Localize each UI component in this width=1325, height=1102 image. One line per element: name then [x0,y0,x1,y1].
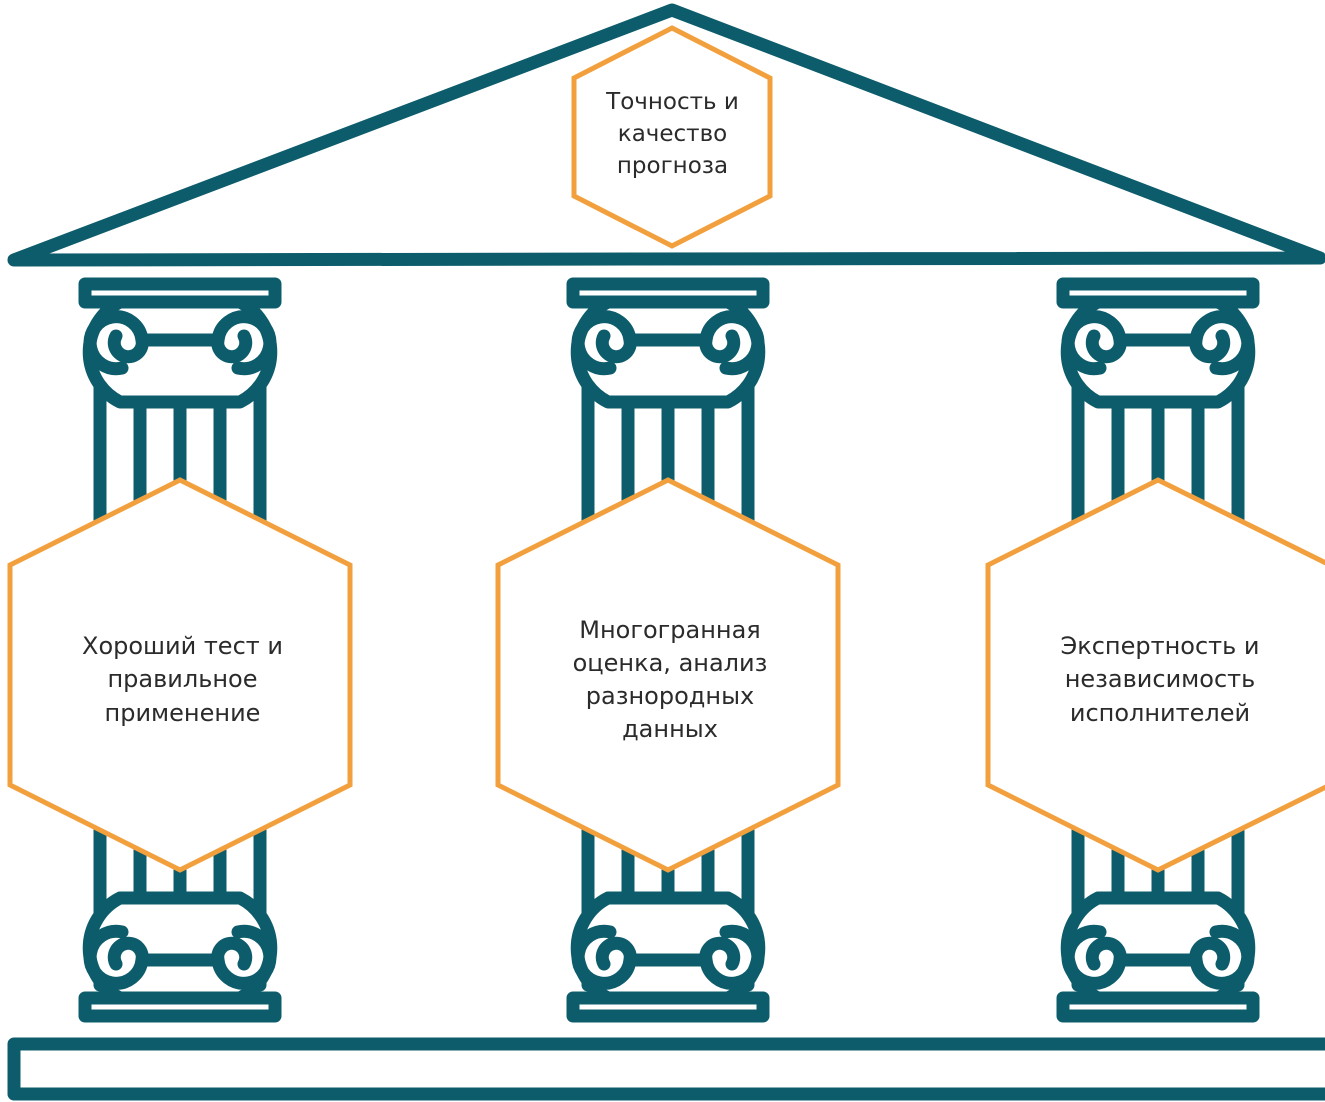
pillar-center-label: Многогранная оценка, анализ разнородных … [572,615,768,744]
pillar-left-label: Хороший тест и правильное применение [82,632,283,727]
pillar-right-hexagon [985,477,1325,873]
roof-hexagon [571,25,773,249]
temple-base [7,1037,1325,1101]
roof-label: Точность и качество прогноза [606,89,739,179]
pillar-center-hexagon [495,477,841,873]
pillar-right-label: Экспертность и независимость исполнителе… [1060,632,1260,727]
pillar-left-hexagon [7,477,353,873]
